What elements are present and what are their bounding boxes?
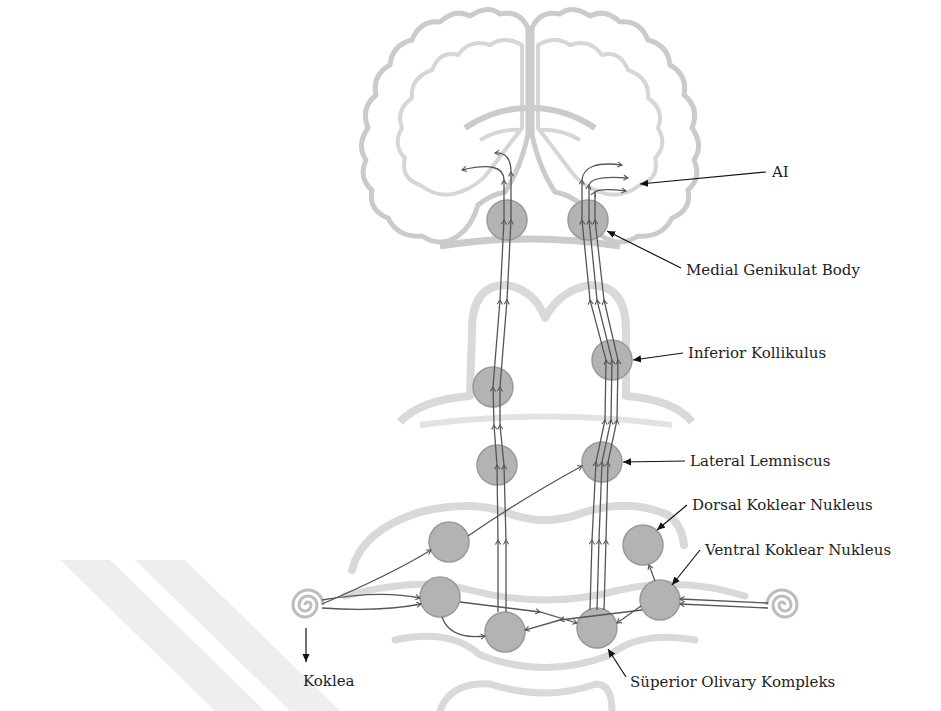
structure-label: Dorsal Koklear Nukleus [692, 496, 873, 514]
leader-line [305, 628, 306, 662]
crossing-fibre [525, 610, 642, 630]
ventricle-outline [480, 130, 522, 140]
leader-line [623, 461, 685, 462]
medulla-base [440, 684, 612, 711]
cochlear-nerve-fibre [680, 604, 768, 608]
nucleus-group [420, 200, 680, 652]
midbrain-outline [400, 285, 692, 422]
structure-label: Lateral Lemniscus [690, 452, 830, 470]
nucleus-circle [640, 580, 680, 620]
leader-line [607, 231, 681, 268]
nucleus-circle [485, 612, 525, 652]
nucleus-circle [568, 200, 608, 240]
leader-line [672, 550, 700, 585]
white-matter-outline [398, 40, 522, 195]
fibre-group [322, 153, 768, 637]
cochlear-nerve-fibre [322, 604, 421, 609]
midbrain-base [420, 417, 672, 426]
brainstem-fibre [617, 606, 641, 623]
cochlea-spiral [293, 590, 323, 617]
cochlear-nerve-fibre [322, 550, 431, 604]
cochlear-nerve-fibre [680, 599, 768, 603]
structure-label: Koklea [303, 672, 355, 690]
nucleus-circle [420, 577, 460, 617]
nucleus-circle [429, 522, 469, 562]
pons-top [352, 506, 684, 570]
cochlea-spiral [767, 590, 797, 617]
structure-label: Ventral Koklear Nukleus [705, 541, 891, 559]
brain-outline-mirror [532, 9, 699, 242]
ascending-fibre [495, 153, 511, 612]
crossing-fibre [468, 466, 582, 536]
brainstem-fibre [649, 565, 655, 581]
ascending-fibre [462, 167, 504, 612]
ascending-fibre [595, 190, 626, 610]
leader-line [633, 353, 683, 360]
corpus-callosum [465, 108, 528, 128]
leader-group [306, 172, 766, 677]
brainstem-fibre [442, 617, 485, 637]
pons-band [345, 584, 745, 600]
hemisphere-outline [361, 9, 528, 242]
medulla-band [395, 636, 695, 667]
structure-label: Medial Genikulat Body [686, 261, 860, 279]
structure-label: AI [772, 163, 789, 181]
brain-outline [361, 9, 528, 242]
ascending-fibre [589, 177, 628, 610]
structure-label: Süperior Olivary Kompleks [630, 673, 835, 691]
nucleus-circle [623, 525, 663, 565]
ascending-fibre [582, 164, 622, 610]
leader-line [657, 505, 687, 530]
structure-label: Inferior Kollikulus [688, 344, 826, 362]
leader-line [608, 649, 626, 677]
nucleus-circle [487, 200, 527, 240]
leader-line [640, 172, 766, 184]
